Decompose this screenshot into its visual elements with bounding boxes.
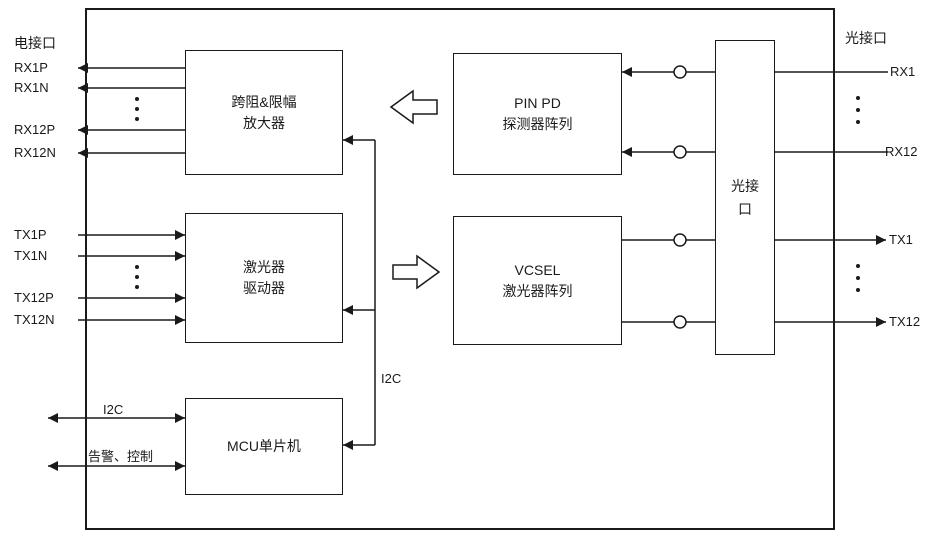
optical-rx-lines (622, 67, 715, 157)
label-rx12: RX12 (885, 144, 918, 159)
label-rx12p: RX12P (14, 122, 56, 137)
block-optical-port-label: 光接口 (731, 178, 759, 217)
label-rx1: RX1 (890, 64, 916, 79)
block-mcu: MCU单片机 (185, 398, 343, 495)
block-pin-pd-label: PIN PD 探测器阵列 (503, 93, 573, 135)
block-vcsel: VCSEL 激光器阵列 (453, 216, 622, 345)
label-tx1: TX1 (889, 232, 913, 247)
fiber-lines (775, 71, 888, 327)
block-pin-pd-line2: 探测器阵列 (502, 116, 573, 132)
label-rx1n: RX1N (14, 80, 49, 95)
label-i2c-bus: I2C (381, 371, 402, 386)
label-tx1p: TX1P (14, 227, 47, 242)
rx-electrical-lines (78, 63, 185, 158)
module-boundary (85, 8, 835, 530)
ellipsis-dots (135, 96, 860, 292)
block-tia-line2: 放大器 (243, 114, 285, 131)
label-tx1n: TX1N (14, 248, 48, 263)
block-vcsel-label: VCSEL 激光器阵列 (503, 260, 573, 302)
lens-symbols (673, 65, 687, 329)
block-tia-line1: 跨阻&限幅 (231, 93, 297, 110)
block-vcsel-line1: VCSEL (514, 261, 561, 278)
label-alarm-control: 告警、控制 (88, 449, 154, 464)
label-i2c-port: I2C (103, 402, 124, 417)
block-laser-driver-label: 激光器 驱动器 (243, 257, 285, 299)
block-mcu-label: MCU单片机 (227, 438, 301, 454)
label-rx1p: RX1P (14, 60, 48, 75)
label-tx12: TX12 (889, 314, 921, 329)
block-tia: 跨阻&限幅 放大器 (185, 50, 343, 175)
electrical-interface-title: 电接口 (14, 35, 56, 51)
block-pin-pd: PIN PD 探测器阵列 (453, 53, 622, 175)
flow-arrow-right (392, 254, 441, 290)
label-tx12p: TX12P (14, 290, 54, 305)
block-vcsel-line2: 激光器阵列 (502, 282, 573, 299)
i2c-bus-lines (343, 135, 376, 450)
label-rx12n: RX12N (14, 145, 56, 160)
block-laser-driver-line1: 激光器 (243, 259, 285, 275)
optical-interface-title: 光接口 (845, 30, 887, 46)
flow-arrow-left (389, 89, 438, 125)
block-tia-label: 跨阻&限幅 放大器 (231, 92, 296, 134)
block-pin-pd-line1: PIN PD (514, 95, 561, 111)
optical-tx-lines (622, 239, 715, 323)
block-laser-driver-line2: 驱动器 (243, 280, 285, 296)
block-laser-driver: 激光器 驱动器 (185, 213, 343, 343)
block-optical-port: 光接口 (715, 40, 775, 355)
label-tx12n: TX12N (14, 312, 55, 327)
tx-electrical-lines (78, 230, 185, 325)
